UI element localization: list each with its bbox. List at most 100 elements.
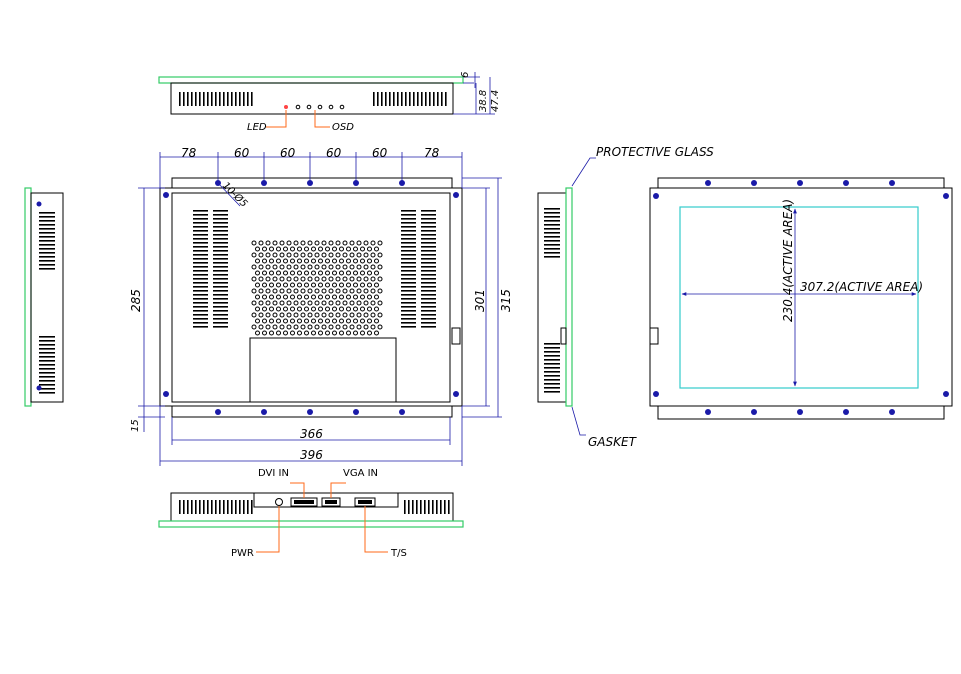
grille-hole <box>318 270 323 276</box>
vent-slot <box>401 238 416 240</box>
top-dim-6-edge: 78 <box>424 146 440 160</box>
vent-slot <box>401 250 416 252</box>
vent-slot <box>39 264 55 266</box>
grille-hole <box>360 270 365 276</box>
grille-hole <box>339 318 344 324</box>
vent-slot <box>211 92 213 106</box>
vent-slot <box>193 254 208 256</box>
left-side-view <box>24 187 64 407</box>
screw <box>751 409 757 415</box>
grille-hole <box>290 282 295 288</box>
grille-hole <box>367 318 372 324</box>
grille-hole <box>293 324 299 330</box>
screw <box>163 391 169 397</box>
grille-hole <box>258 264 264 270</box>
vent-slot <box>544 375 560 377</box>
grille-hole <box>321 240 327 246</box>
power-jack <box>275 498 283 506</box>
grille-hole <box>339 306 344 312</box>
vent-slot <box>193 286 208 288</box>
vent-slot <box>213 318 228 320</box>
grille-hole <box>339 258 344 264</box>
vent-slot <box>39 232 55 234</box>
grille-hole <box>363 240 369 246</box>
grille-hole <box>314 312 320 318</box>
grille-hole <box>283 330 288 336</box>
vent-slot <box>183 500 185 514</box>
vent-slot <box>421 274 436 276</box>
top-vent-left <box>179 92 253 106</box>
grille-hole <box>346 258 351 264</box>
screw <box>889 409 895 415</box>
grille-hole <box>300 324 306 330</box>
grille-hole <box>360 318 365 324</box>
vent-slot <box>191 92 193 106</box>
vent-slot <box>421 278 436 280</box>
grille-hole <box>332 294 337 300</box>
vent-slot <box>433 92 435 106</box>
grille-hole <box>297 270 302 276</box>
grille-hole <box>311 306 316 312</box>
front-top-dims: 78 60 60 60 60 78 <box>159 146 463 188</box>
grille-hole <box>360 330 365 336</box>
grille-hole <box>304 318 309 324</box>
grille-hole <box>251 288 257 294</box>
vent-slot <box>183 92 185 106</box>
grille-hole <box>286 288 292 294</box>
grille-hole <box>304 258 309 264</box>
grille-hole <box>335 240 341 246</box>
grille-hole <box>258 300 264 306</box>
grille-hole <box>325 294 330 300</box>
grille-hole <box>335 288 341 294</box>
grille-hole <box>374 330 379 336</box>
grille-hole <box>304 294 309 300</box>
grille-hole <box>286 264 292 270</box>
grille-hole <box>258 324 264 330</box>
vent-slot <box>544 387 560 389</box>
vent-slot <box>193 274 208 276</box>
grille-hole <box>283 258 288 264</box>
vent-slot <box>401 294 416 296</box>
vent-slot <box>440 500 442 514</box>
grille-hole <box>346 282 351 288</box>
grille-hole <box>377 276 383 282</box>
vent-slot <box>421 210 436 212</box>
grille-hole <box>293 276 299 282</box>
vent-slot <box>193 314 208 316</box>
vent-slot <box>213 302 228 304</box>
front-view: 78 60 60 60 60 78 10-Ø5 285 15 301 <box>129 146 513 466</box>
vent-slot <box>401 302 416 304</box>
grille-hole <box>286 312 292 318</box>
vent-slot <box>417 92 419 106</box>
grille-hole <box>342 300 348 306</box>
grille-hole <box>318 282 323 288</box>
vent-slot <box>247 92 249 106</box>
vent-slot <box>421 294 436 296</box>
grille-hole <box>265 300 271 306</box>
vent-slot <box>401 254 416 256</box>
vent-slot <box>544 379 560 381</box>
grille-hole <box>311 330 316 336</box>
grille-hole <box>377 252 383 258</box>
vent-slot <box>420 500 422 514</box>
grille-hole <box>353 318 358 324</box>
grille-hole <box>346 246 351 252</box>
grille-hole <box>377 240 383 246</box>
vent-slot <box>193 326 208 328</box>
grille-hole <box>349 300 355 306</box>
grille-hole <box>307 288 313 294</box>
vent-slot <box>223 500 225 514</box>
grille-hole <box>356 252 362 258</box>
grille-hole <box>286 300 292 306</box>
vent-slot <box>401 242 416 244</box>
vent-slot <box>213 314 228 316</box>
vent-slot <box>213 262 228 264</box>
vent-slot <box>39 364 55 366</box>
grille-hole <box>255 270 260 276</box>
grille-hole <box>297 330 302 336</box>
grille-hole <box>300 264 306 270</box>
grille-hole <box>342 288 348 294</box>
grille-hole <box>374 258 379 264</box>
vent-slot <box>421 230 436 232</box>
vent-slot <box>381 92 383 106</box>
